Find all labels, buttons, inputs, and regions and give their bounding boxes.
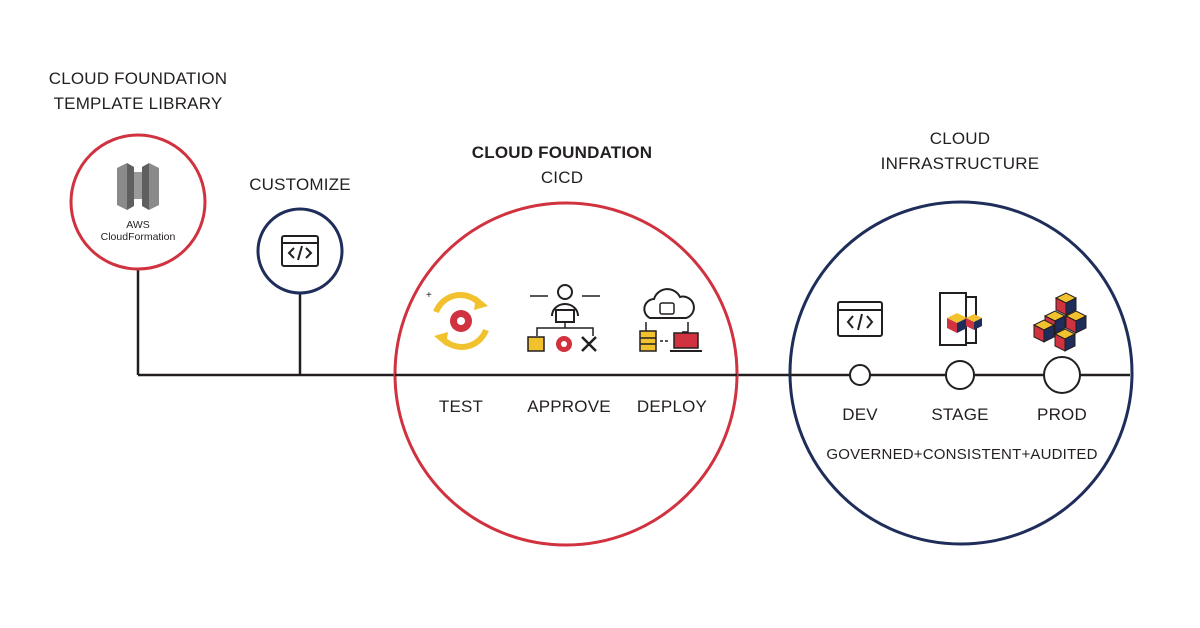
infra-tagline: GOVERNED+CONSISTENT+AUDITED xyxy=(826,446,1098,463)
stage-box-icon xyxy=(939,292,982,346)
deploy-cloud-icon xyxy=(639,288,702,352)
prod-cubes-icon xyxy=(1032,292,1088,352)
env-label-prod: PROD xyxy=(1037,405,1087,424)
cicd-title-line1: CLOUD FOUNDATION xyxy=(471,143,653,162)
library-circle xyxy=(69,133,207,271)
infra-title-line1: CLOUD xyxy=(929,129,991,148)
env-label-dev: DEV xyxy=(842,405,878,424)
dev-node xyxy=(849,364,871,386)
code-window-icon xyxy=(281,235,319,267)
code-window-icon xyxy=(837,301,883,337)
library-title-line2: TEMPLATE LIBRARY xyxy=(53,94,223,113)
stage-label-deploy: DEPLOY xyxy=(636,397,708,416)
svg-text:+: + xyxy=(426,290,432,301)
cicd-title-line2: CICD xyxy=(540,168,584,187)
library-service-line1: AWS xyxy=(126,219,150,231)
library-service-line2: CloudFormation xyxy=(100,231,176,243)
stage-label-approve: APPROVE xyxy=(527,397,611,416)
aws-cloudformation-icon xyxy=(117,163,159,210)
approve-person-icon xyxy=(527,284,600,352)
customize-title: CUSTOMIZE xyxy=(249,175,351,194)
stage-node xyxy=(945,360,975,390)
infra-title-line2: INFRASTRUCTURE xyxy=(880,154,1040,173)
stage-label-test: TEST xyxy=(438,397,484,416)
env-label-stage: STAGE xyxy=(931,405,989,424)
library-title-line1: CLOUD FOUNDATION xyxy=(48,69,228,88)
test-cycle-icon: + xyxy=(426,290,489,350)
prod-node xyxy=(1043,356,1081,394)
